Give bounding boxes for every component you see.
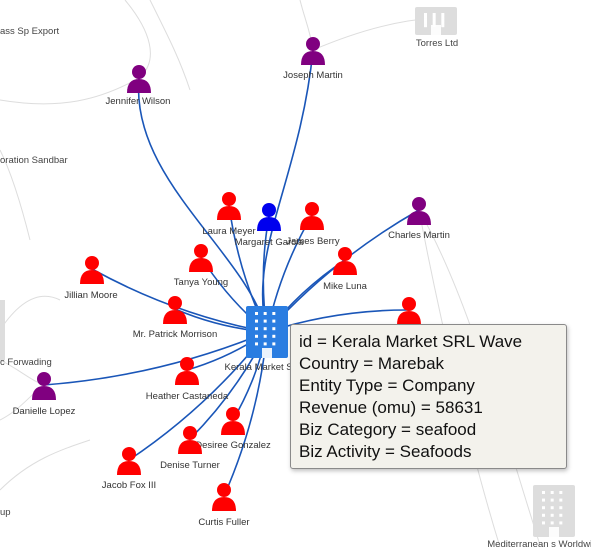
tooltip-biz-category: Biz Category = seafood — [299, 420, 477, 439]
person-node-label: Mr. Patrick Morrison — [133, 329, 217, 340]
graph-edge — [261, 49, 314, 333]
person-node-label: Jacob Fox III — [102, 480, 156, 491]
person-node-label: Denise Turner — [160, 460, 220, 471]
background-node-label: c Forwading — [0, 357, 52, 368]
background-node-label: Torres Ltd — [416, 38, 458, 49]
person-icon — [80, 256, 104, 284]
person-node[interactable]: Jillian Moore — [64, 256, 118, 301]
person-icon — [300, 202, 324, 230]
person-node-label: Desiree Gonzalez — [195, 440, 271, 451]
background-node[interactable]: Torres Ltd — [415, 7, 458, 49]
center-node-label: Kerala Market SR — [225, 362, 300, 373]
person-icon — [217, 192, 241, 220]
background-node-label: ass Sp Export — [0, 26, 59, 37]
person-icon — [333, 247, 357, 275]
background-edge — [0, 149, 31, 241]
person-icon — [178, 426, 202, 454]
tooltip-revenue: Revenue (omu) = 58631 — [299, 398, 483, 417]
person-icon — [221, 407, 245, 435]
person-node[interactable]: Denise Turner — [160, 426, 220, 471]
tooltip-entity-type: Entity Type = Company — [299, 376, 475, 395]
background-edge — [0, 439, 91, 491]
person-icon — [127, 65, 151, 93]
person-node[interactable]: Curtis Fuller — [198, 483, 250, 528]
person-node[interactable]: Margaret Garcia — [235, 203, 304, 248]
person-node-label: Joseph Martin — [283, 70, 343, 81]
person-node[interactable]: Jennifer Wilson — [106, 65, 171, 107]
person-node[interactable]: Mike Luna — [323, 247, 368, 292]
tooltip-country: Country = Marebak — [299, 354, 445, 373]
person-icon — [32, 372, 56, 400]
center-node[interactable]: Kerala Market SR — [225, 306, 300, 373]
person-node-label: Laura Meyer — [202, 226, 255, 237]
person-node[interactable]: Mr. Patrick Morrison — [133, 296, 217, 340]
person-node[interactable]: Heather Castaneda — [146, 357, 229, 402]
person-icon — [189, 244, 213, 272]
background-edge — [0, 77, 140, 105]
graph-edge — [43, 331, 268, 386]
person-node[interactable]: Desiree Gonzalez — [195, 407, 271, 451]
person-node[interactable]: Tanya Young — [174, 244, 228, 288]
person-node[interactable]: Charles Martin — [388, 197, 450, 241]
person-node[interactable] — [397, 297, 421, 325]
person-icon — [407, 197, 431, 225]
person-icon — [212, 483, 236, 511]
person-node[interactable]: Danielle Lopez — [13, 372, 76, 417]
background-node[interactable]: oration Sandbar — [0, 155, 68, 166]
person-node-label: Margaret Garcia — [235, 237, 304, 248]
person-node-label: Curtis Fuller — [198, 517, 249, 528]
person-node-label: Heather Castaneda — [146, 391, 229, 402]
person-node-label: James Berry — [286, 236, 340, 247]
person-node-label: Tanya Young — [174, 277, 228, 288]
person-icon — [257, 203, 281, 231]
node-tooltip: id = Kerala Market SRL Wave Country = Ma… — [290, 324, 567, 469]
person-node[interactable]: Joseph Martin — [283, 37, 343, 81]
person-node[interactable]: Jacob Fox III — [102, 447, 156, 491]
person-icon — [175, 357, 199, 385]
background-node-label: Mediterranean s Worldwide — [487, 539, 591, 547]
person-icon — [117, 447, 141, 475]
person-icon — [163, 296, 187, 324]
background-edge — [0, 295, 61, 331]
building-icon — [246, 306, 288, 358]
background-node-label: oration Sandbar — [0, 155, 68, 166]
person-node-label: Jennifer Wilson — [106, 96, 171, 107]
person-node-label: Danielle Lopez — [13, 406, 76, 417]
tooltip-biz-activity: Biz Activity = Seafoods — [299, 442, 472, 461]
background-node[interactable]: Mediterranean s Worldwide — [487, 485, 591, 547]
person-node-label: Charles Martin — [388, 230, 450, 241]
building-icon — [0, 300, 5, 360]
person-node[interactable]: James Berry — [286, 202, 340, 247]
person-icon — [301, 37, 325, 65]
tooltip-id: id = Kerala Market SRL Wave — [299, 332, 523, 351]
building-icon — [533, 485, 575, 537]
graph-edge — [137, 77, 268, 333]
person-node-label: Mike Luna — [323, 281, 368, 292]
building-icon — [415, 7, 457, 35]
person-node[interactable]: Laura Meyer — [202, 192, 256, 237]
background-node[interactable]: c Forwading — [0, 357, 52, 368]
person-node-label: Jillian Moore — [64, 290, 117, 301]
background-edge — [149, 0, 191, 91]
background-node[interactable]: up — [0, 507, 11, 518]
background-node[interactable]: ass Sp Export — [0, 26, 59, 37]
background-node-label: up — [0, 507, 11, 518]
person-icon — [397, 297, 421, 325]
